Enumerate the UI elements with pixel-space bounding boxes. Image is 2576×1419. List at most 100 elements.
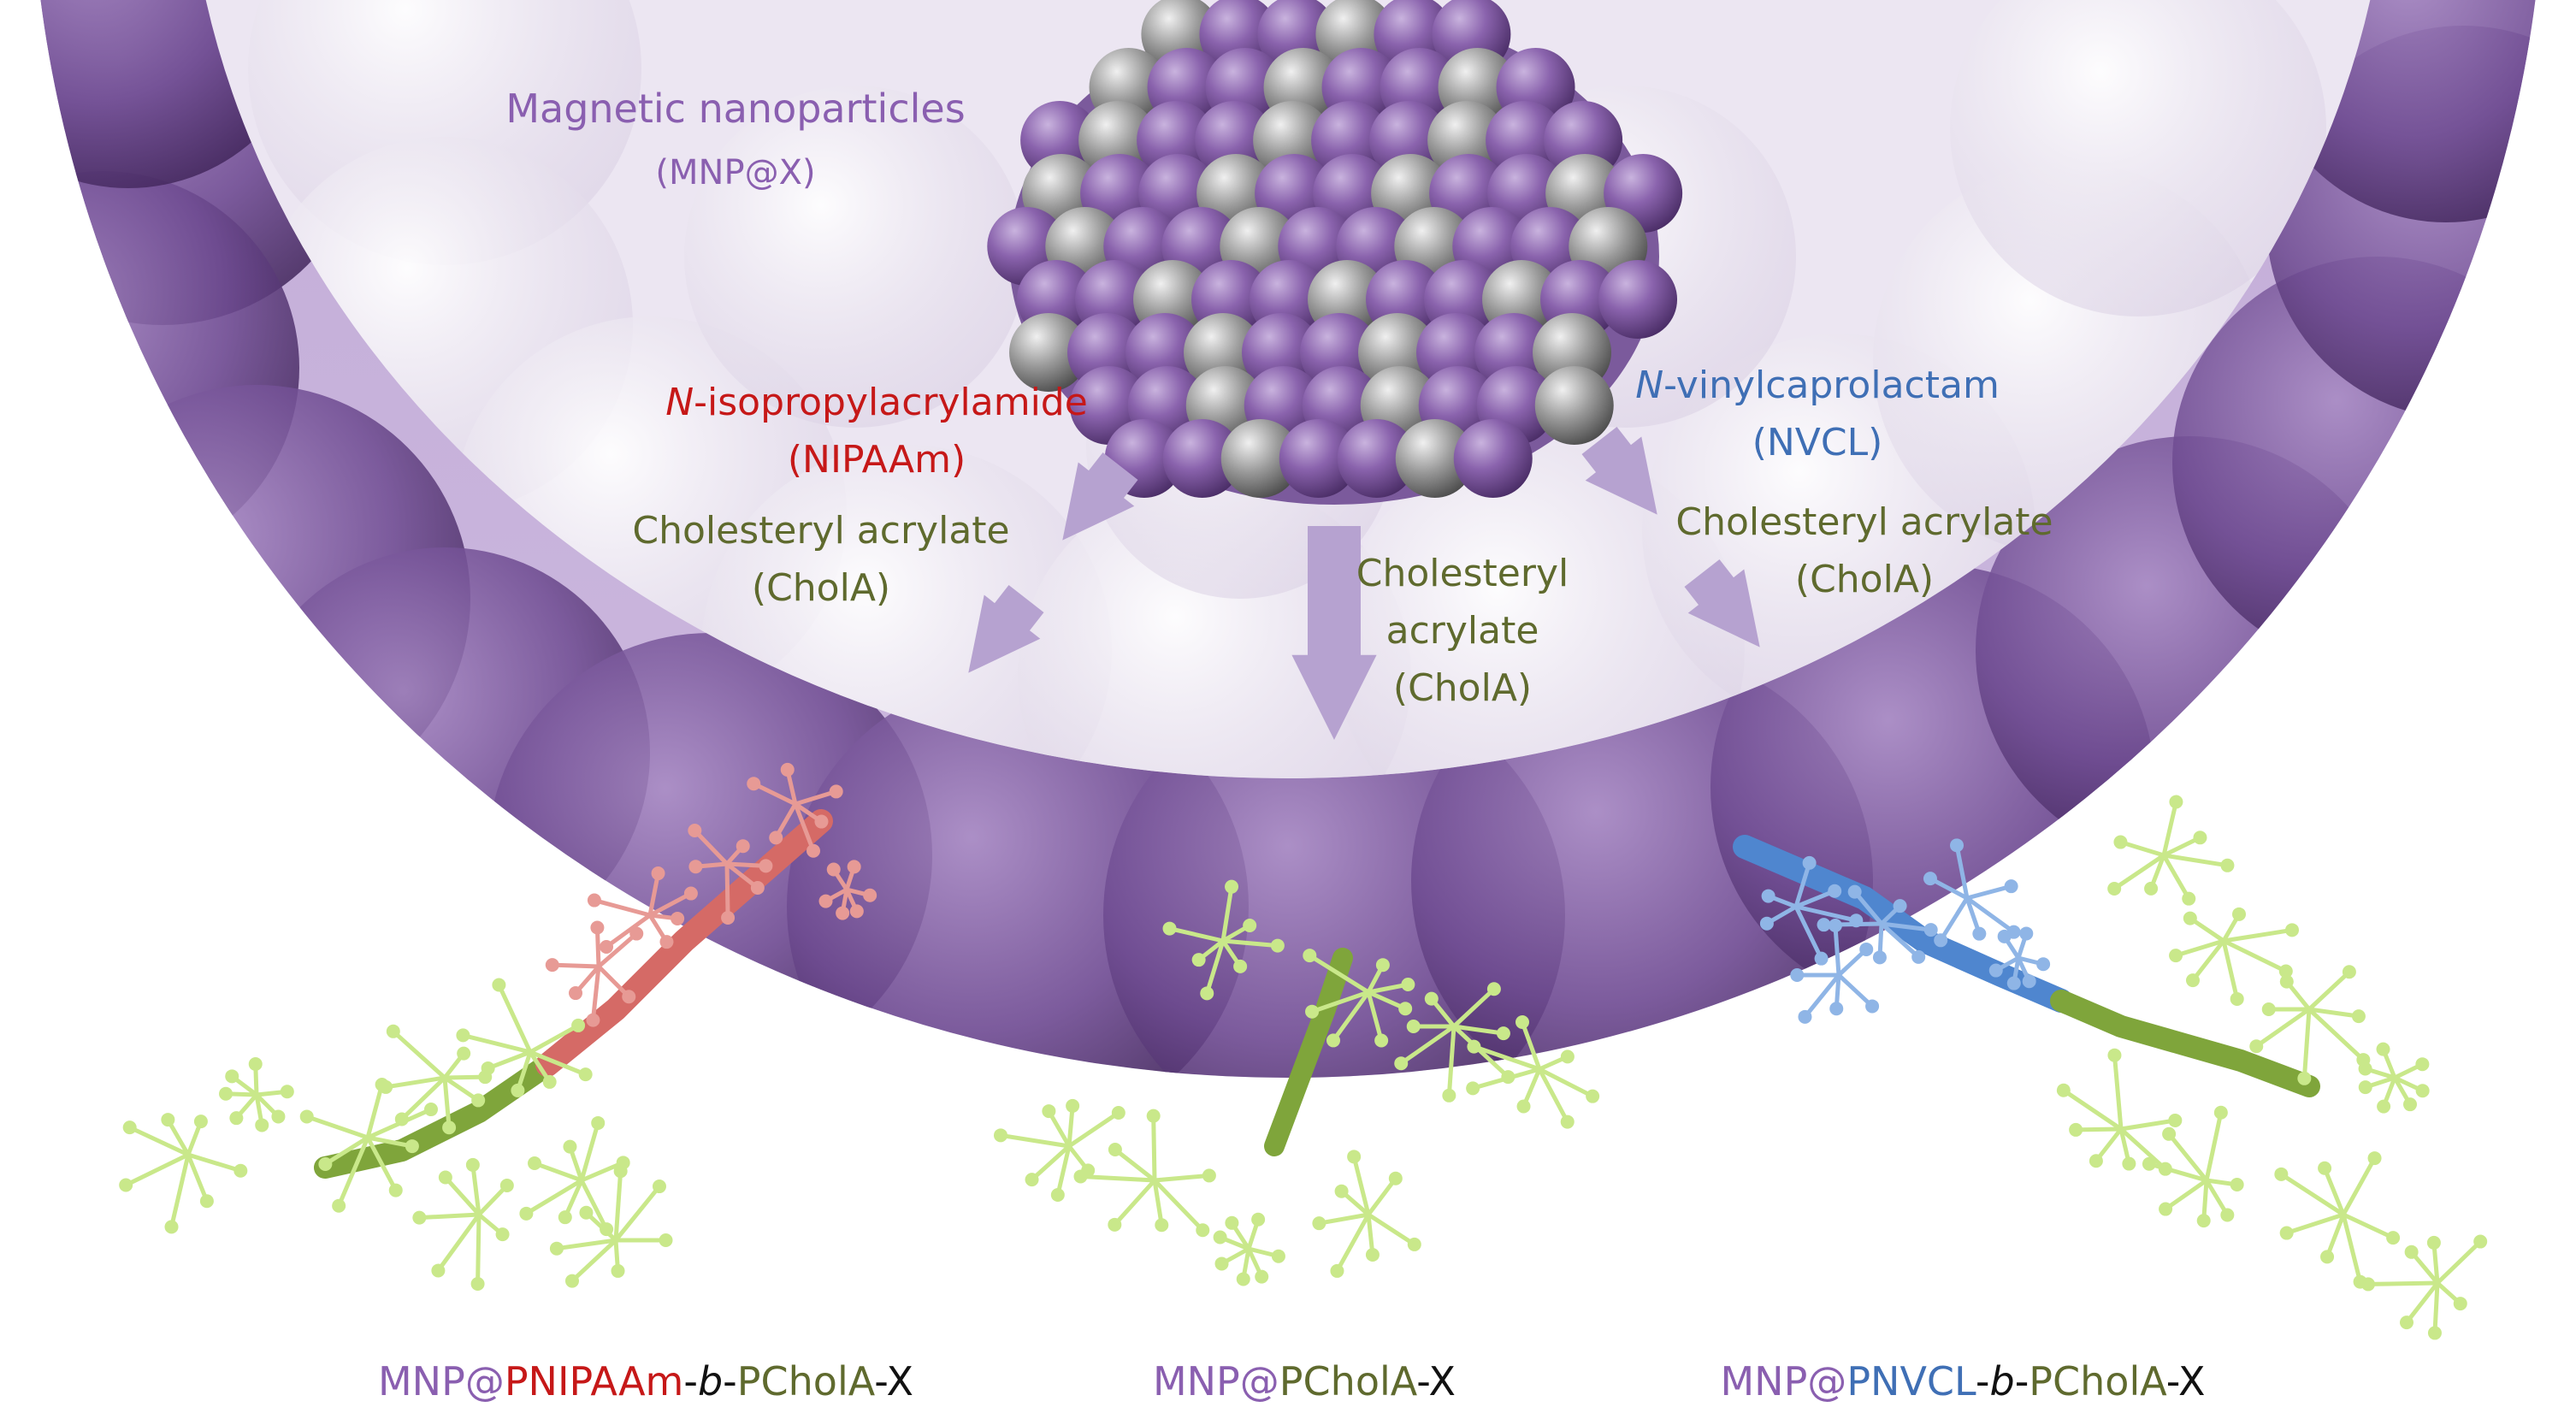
atom xyxy=(2358,1080,2372,1095)
atom xyxy=(161,1113,175,1127)
side-chain xyxy=(2436,1239,2482,1285)
side-chain xyxy=(2342,1212,2395,1240)
nipaam-abbr: (NIPAAm) xyxy=(787,438,966,482)
atom xyxy=(2285,923,2300,937)
atom xyxy=(2318,1161,2332,1175)
side-chain xyxy=(1311,990,1369,1014)
side-chain xyxy=(1151,1115,1157,1181)
polymer-backbone xyxy=(1264,948,1353,1156)
atom xyxy=(1050,1188,1065,1203)
product-right-mnp: MNP@ xyxy=(1720,1358,1847,1404)
side-chain xyxy=(470,1164,482,1215)
side-chain xyxy=(1793,905,1823,960)
arrow xyxy=(1062,452,1138,541)
atom xyxy=(586,1013,600,1027)
atom xyxy=(1865,999,1880,1014)
nipaam-n: N xyxy=(665,381,694,424)
atom xyxy=(1196,1223,1210,1238)
side-chain xyxy=(2164,1178,2208,1211)
side-chain xyxy=(795,789,837,807)
polymer-backbone xyxy=(2050,990,2320,1097)
polymer-chains xyxy=(119,762,2488,1340)
atom xyxy=(122,1120,137,1135)
atom xyxy=(481,1061,495,1075)
side-chain xyxy=(579,1122,600,1181)
atom xyxy=(1251,1212,1266,1227)
product-left-dash1: - xyxy=(683,1358,698,1404)
atom xyxy=(863,888,877,902)
atom xyxy=(1255,1269,1269,1284)
atom xyxy=(1802,855,1817,870)
side-chain xyxy=(1939,896,1970,942)
side-chain xyxy=(2223,927,2293,943)
atom xyxy=(759,859,773,873)
atom xyxy=(2351,1009,2366,1024)
side-chain xyxy=(647,872,660,916)
side-chain xyxy=(1114,1148,1156,1182)
atom xyxy=(688,823,702,837)
product-left-pchola: PCholA xyxy=(736,1358,875,1404)
atom xyxy=(457,1046,471,1061)
atom xyxy=(1365,1247,1380,1262)
atom xyxy=(2107,882,2122,896)
atom xyxy=(2113,835,2128,849)
side-chain xyxy=(125,1152,190,1187)
chola-left-line1: Cholesteryl acrylate xyxy=(632,509,1010,553)
side-chain xyxy=(305,1115,369,1140)
side-chain xyxy=(2119,840,2165,858)
side-chain xyxy=(2062,1088,2123,1132)
atom xyxy=(2122,1156,2136,1171)
side-chain xyxy=(2341,1156,2377,1216)
side-chain xyxy=(2191,939,2225,982)
side-chain xyxy=(1793,862,1812,908)
atom xyxy=(587,893,601,908)
atom xyxy=(412,1210,427,1225)
atom xyxy=(2297,1071,2312,1085)
side-chain xyxy=(2221,940,2240,1000)
side-chain xyxy=(1204,940,1226,995)
side-chain xyxy=(1446,1026,1456,1096)
side-chain xyxy=(497,984,533,1054)
side-chain xyxy=(1067,1110,1120,1149)
atom xyxy=(199,1194,214,1209)
side-chain xyxy=(597,965,631,999)
atom xyxy=(1066,1098,1080,1113)
side-chain xyxy=(1399,1024,1456,1066)
atom xyxy=(2279,1226,2294,1240)
side-chain xyxy=(186,1154,210,1203)
atom xyxy=(2069,1122,2083,1137)
atom xyxy=(1972,926,1987,941)
atom xyxy=(2056,1083,2071,1097)
side-chain xyxy=(1473,1044,1540,1072)
atom xyxy=(1515,1015,1529,1030)
side-chain xyxy=(1220,886,1234,942)
atom xyxy=(456,1028,470,1043)
atom xyxy=(683,886,698,901)
atom xyxy=(818,894,833,908)
atom xyxy=(1401,977,1415,991)
atom xyxy=(721,910,736,925)
core-nanoparticle xyxy=(1534,366,1614,445)
atom xyxy=(164,1220,179,1234)
side-chain xyxy=(1965,896,2016,934)
atom xyxy=(519,1206,534,1221)
atom xyxy=(836,906,850,920)
atom xyxy=(528,1156,542,1170)
side-chain xyxy=(2301,1008,2312,1079)
atom xyxy=(1790,968,1805,982)
atom xyxy=(1988,963,2003,978)
atom xyxy=(1330,1263,1344,1278)
side-chain xyxy=(365,1084,385,1138)
atom xyxy=(847,860,861,874)
atom xyxy=(2230,1178,2244,1192)
side-chain xyxy=(1152,1180,1164,1226)
side-chain xyxy=(367,1135,413,1149)
atom xyxy=(1486,982,1501,996)
atom xyxy=(388,1183,403,1197)
side-chain xyxy=(1880,922,1920,959)
atom xyxy=(806,843,821,858)
side-chain xyxy=(1055,1145,1072,1196)
atom xyxy=(1923,923,1938,937)
core-nanoparticle xyxy=(1337,419,1416,498)
atom xyxy=(1334,1184,1349,1198)
